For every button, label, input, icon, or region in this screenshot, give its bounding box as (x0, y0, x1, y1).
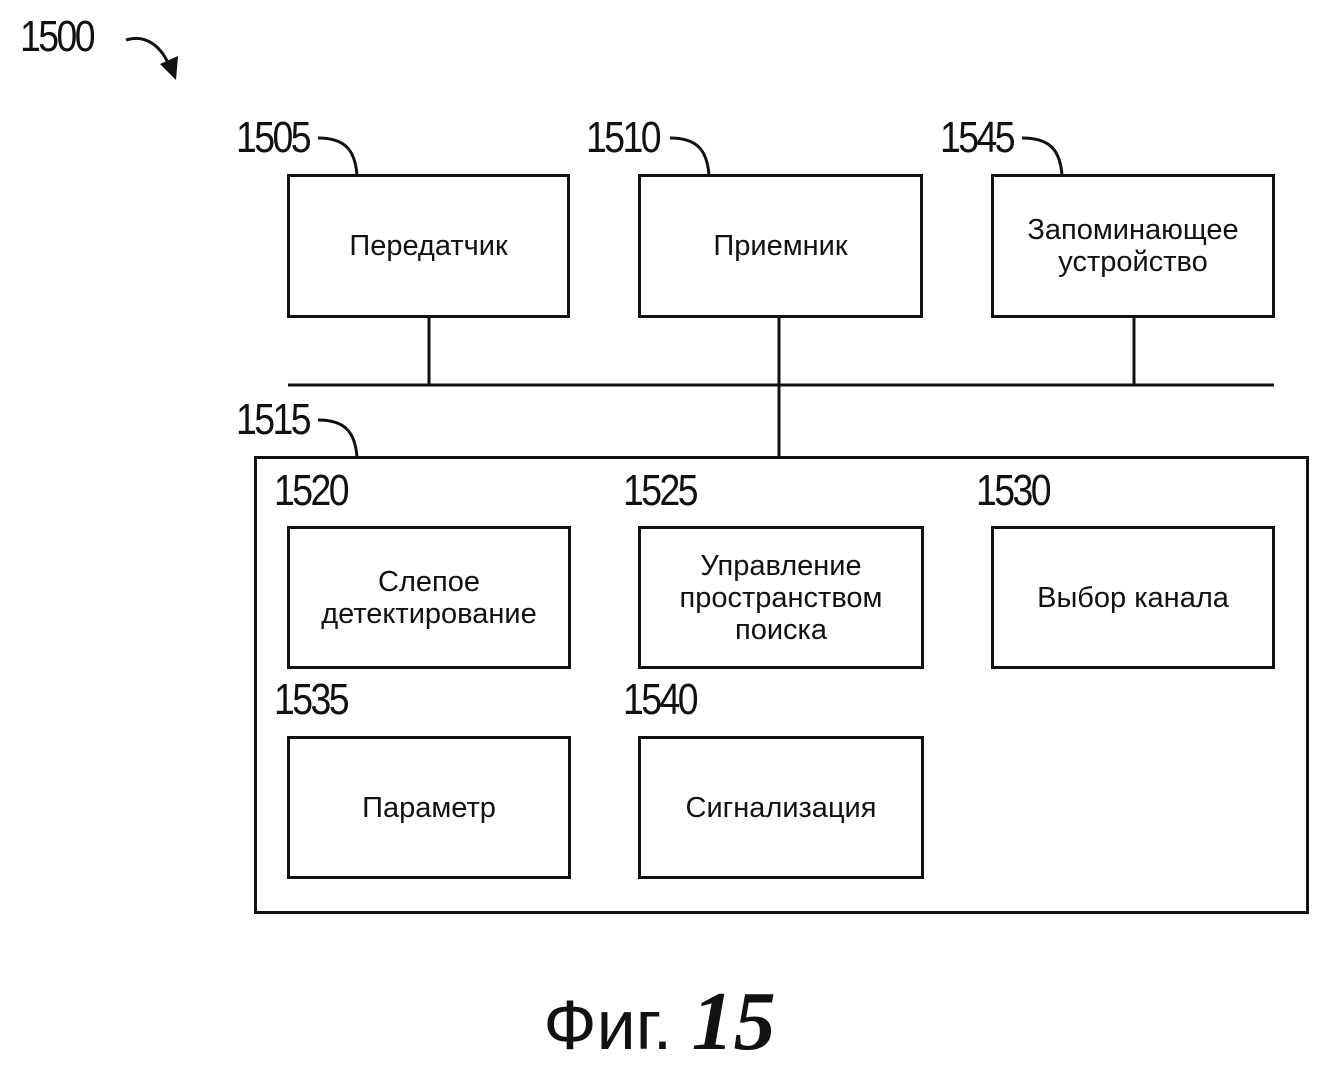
memory-label: Запоминающее устройство (1027, 214, 1239, 278)
leader-1505 (317, 136, 359, 176)
leader-1545 (1021, 136, 1064, 176)
leader-1515 (317, 418, 359, 458)
blind-detection-block: Слепое детектирование (287, 526, 571, 669)
signaling-block: Сигнализация (638, 736, 924, 879)
parameter-ref: 1535 (274, 675, 350, 724)
receiver-ref: 1510 (586, 113, 662, 162)
caption-prefix: Фиг. (543, 986, 673, 1064)
receiver-block: Приемник (638, 174, 923, 318)
blind-detection-ref: 1520 (274, 466, 350, 515)
receiver-label: Приемник (713, 230, 848, 262)
figure-ref-label: 1500 (20, 12, 96, 61)
transmitter-ref: 1505 (236, 113, 312, 162)
parameter-block: Параметр (287, 736, 571, 879)
signaling-label: Сигнализация (685, 791, 877, 824)
blind-detection-label: Слепое детектирование (321, 565, 537, 630)
memory-block: Запоминающее устройство (991, 174, 1275, 318)
search-space-ref: 1525 (623, 466, 699, 515)
memory-ref: 1545 (940, 113, 1016, 162)
channel-select-ref: 1530 (976, 466, 1052, 515)
leader-1510 (669, 136, 711, 176)
transmitter-label: Передатчик (349, 230, 508, 262)
channel-select-block: Выбор канала (991, 526, 1275, 669)
transmitter-block: Передатчик (287, 174, 570, 318)
channel-select-label: Выбор канала (1037, 581, 1229, 614)
parameter-label: Параметр (362, 791, 496, 824)
caption-number: 15 (691, 975, 776, 1068)
search-space-label: Управление пространством поиска (679, 549, 883, 646)
figure-caption: Фиг. 15 (0, 980, 1319, 1065)
search-space-block: Управление пространством поиска (638, 526, 924, 669)
processor-ref: 1515 (236, 395, 312, 444)
signaling-ref: 1540 (623, 675, 699, 724)
figure-arrow-head (160, 56, 178, 80)
